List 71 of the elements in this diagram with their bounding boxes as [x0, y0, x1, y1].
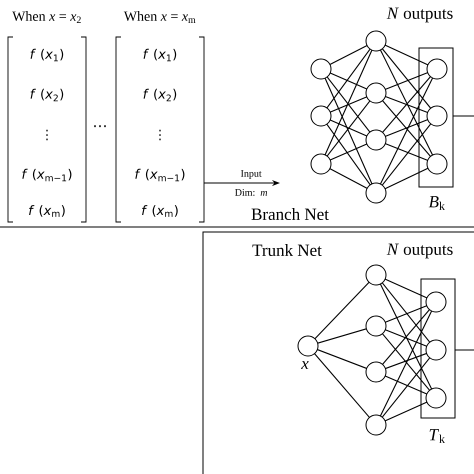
output-line	[455, 349, 474, 351]
connection-line	[382, 76, 431, 133]
connection-line	[326, 100, 370, 156]
connection-line	[385, 96, 428, 113]
panel-title: Branch Net	[252, 208, 329, 220]
neuron-circle	[298, 336, 318, 356]
connection-line	[382, 309, 430, 365]
connection-line	[384, 168, 428, 190]
connection-line	[385, 352, 427, 370]
connection-line	[380, 310, 432, 416]
neuron-circle	[366, 82, 386, 104]
ellipsis: ⋯	[94, 125, 106, 128]
neuron-circle	[310, 106, 332, 126]
connection-line	[385, 72, 428, 90]
connection-line	[324, 50, 372, 156]
node-label: x	[301, 361, 309, 369]
neuron-circle	[366, 30, 386, 52]
connection-line	[382, 100, 431, 157]
connection-line	[385, 305, 427, 323]
neuron-circle	[366, 362, 386, 382]
neuron-circle	[310, 58, 332, 80]
connection-line	[382, 333, 430, 391]
connection-line	[317, 328, 367, 344]
connection-line	[330, 45, 368, 65]
connection-line	[314, 282, 370, 340]
column-vector: When x = x$_{m}$ f (x$_{1}$) f (x$_{2}$) ⋮ f (x$_{m−1}$) f (x$_{m}$)	[116, 11, 204, 222]
connection-line	[382, 282, 430, 343]
neuron-circle	[366, 182, 386, 204]
neuron-circle	[426, 58, 448, 80]
neuron-circle	[426, 388, 446, 408]
connection-line	[314, 353, 370, 418]
edge-label: Input Dim: m	[235, 170, 268, 196]
connection-line	[330, 72, 368, 90]
connection-line	[384, 402, 428, 422]
connection-line	[324, 78, 372, 184]
neuron-circle	[426, 106, 448, 126]
connection-line	[385, 119, 428, 137]
connection-line	[385, 143, 428, 161]
node-label: B$_{k}$	[428, 196, 445, 210]
neuron-circle	[426, 292, 446, 312]
neuron-circle	[426, 154, 448, 174]
neuron-circle	[366, 264, 386, 286]
connection-line	[384, 278, 428, 298]
connection-line	[326, 48, 371, 108]
neuron-circle	[366, 130, 386, 150]
connection-line	[326, 124, 371, 186]
column-vector: When x = x$_{2}$ f (x$_{1}$) f (x$_{2}$) ⋮ f (x$_{m−1}$) f (x$_{m}$)	[8, 11, 86, 222]
connection-line	[330, 144, 368, 160]
connection-line	[382, 357, 430, 418]
connection-line	[384, 375, 428, 395]
connection-line	[385, 329, 427, 347]
node-label: N outputs	[386, 8, 453, 22]
neuron-circle	[426, 340, 446, 360]
connection-line	[330, 96, 367, 113]
connection-line	[382, 124, 432, 186]
connection-line	[380, 78, 434, 184]
connection-line	[330, 120, 368, 136]
connection-line	[380, 284, 432, 390]
connection-line	[384, 44, 428, 66]
connection-line	[380, 50, 434, 156]
output-line	[453, 115, 474, 117]
connection-line	[330, 168, 368, 189]
connection-line	[326, 76, 370, 132]
neuron-circle	[366, 316, 386, 336]
connection-line	[382, 48, 432, 109]
node-label: N outputs	[386, 244, 453, 258]
neuron-circle	[310, 154, 332, 174]
neuron-circle	[366, 414, 386, 436]
connection-line	[317, 349, 367, 369]
output-box: N outputs T$_{k}$	[386, 244, 456, 443]
node-label: T$_{k}$	[430, 429, 445, 443]
